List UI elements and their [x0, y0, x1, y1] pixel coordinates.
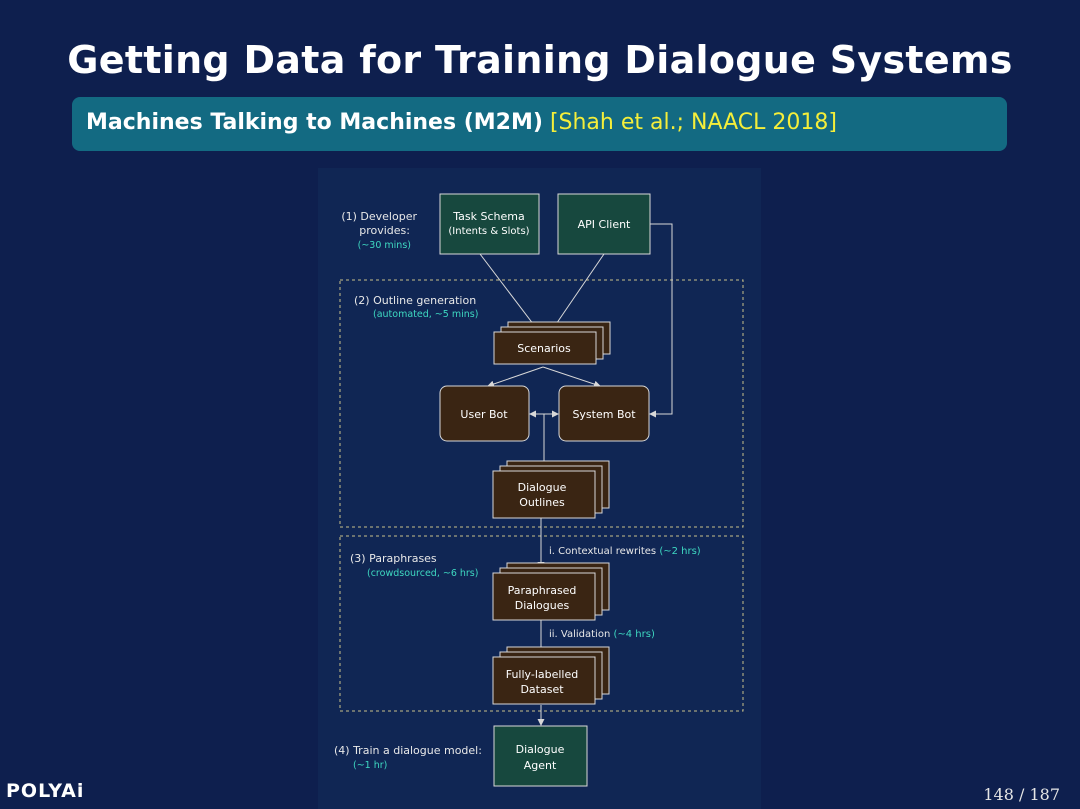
- step3-note: (crowdsourced, ~6 hrs): [367, 568, 478, 579]
- step4-note: (~1 hr): [353, 760, 387, 771]
- api-to-systembot-arrow: [649, 223, 673, 418]
- svg-text:Outlines: Outlines: [519, 496, 565, 509]
- step2-label: (2) Outline generation: [354, 294, 476, 307]
- schema-to-scenarios-arrow: [479, 253, 541, 334]
- step3-label: (3) Paraphrases: [350, 552, 437, 565]
- step2-note: (automated, ~5 mins): [373, 309, 478, 320]
- svg-text:Scenarios: Scenarios: [517, 342, 571, 355]
- diagram-panel: (1) Developer provides: (~30 mins) (2) O…: [318, 168, 761, 809]
- user-bot-box: User Bot: [439, 385, 530, 442]
- svg-text:Paraphrased: Paraphrased: [508, 584, 577, 597]
- svg-text:Task Schema: Task Schema: [452, 210, 524, 223]
- step4-label: (4) Train a dialogue model:: [334, 744, 482, 757]
- api-to-scenarios-arrow: [549, 253, 605, 334]
- api-client-box: API Client: [557, 193, 651, 255]
- system-bot-box: System Bot: [558, 385, 650, 442]
- svg-text:Agent: Agent: [524, 759, 557, 772]
- dialogue-agent-box: Dialogue Agent: [493, 725, 588, 787]
- svg-text:(Intents & Slots): (Intents & Slots): [448, 226, 529, 237]
- scenarios-to-systembot-arrow: [542, 366, 601, 388]
- slide-title: Getting Data for Training Dialogue Syste…: [67, 38, 1013, 82]
- svg-text:Dialogue: Dialogue: [516, 743, 565, 756]
- step1-note: (~30 mins): [358, 240, 411, 251]
- step1-label: (1) Developer: [341, 210, 417, 223]
- page-total: 187: [1029, 785, 1060, 804]
- validation-label: ii. Validation (~4 hrs): [549, 629, 655, 640]
- subtitle-text: Machines Talking to Machines (M2M) [Shah…: [86, 110, 837, 135]
- m2m-pipeline-diagram: (1) Developer provides: (~30 mins) (2) O…: [334, 193, 744, 787]
- dialogue-outlines-box: Dialogue Outlines: [492, 460, 610, 519]
- paraphrases-region: [339, 535, 744, 712]
- svg-text:Dialogue: Dialogue: [518, 481, 567, 494]
- page-separator: /: [1018, 785, 1025, 804]
- paraphrased-dialogues-box: Paraphrased Dialogues: [492, 562, 610, 621]
- step1-label-2: provides:: [359, 224, 410, 237]
- svg-text:User Bot: User Bot: [460, 408, 508, 421]
- polyai-logo: POLYAi: [6, 780, 85, 802]
- svg-text:System Bot: System Bot: [572, 408, 636, 421]
- page-number: 148 / 187: [983, 785, 1060, 804]
- svg-text:Dataset: Dataset: [520, 683, 564, 696]
- scenarios-box: Scenarios: [493, 321, 611, 365]
- svg-text:API Client: API Client: [578, 218, 631, 231]
- task-schema-box: Task Schema (Intents & Slots): [439, 193, 540, 255]
- outline-generation-region: [339, 279, 744, 528]
- citation: [Shah et al.; NAACL 2018]: [549, 110, 837, 135]
- svg-text:Dialogues: Dialogues: [515, 599, 570, 612]
- subtitle-bar: Machines Talking to Machines (M2M) [Shah…: [72, 97, 1007, 151]
- rewrites-label: i. Contextual rewrites (~2 hrs): [549, 546, 701, 557]
- fully-labelled-dataset-box: Fully-labelled Dataset: [492, 646, 610, 705]
- subtitle-main: Machines Talking to Machines (M2M): [86, 110, 543, 135]
- svg-text:Fully-labelled: Fully-labelled: [506, 668, 579, 681]
- scenarios-to-userbot-arrow: [487, 366, 544, 388]
- page-current: 148: [983, 785, 1014, 804]
